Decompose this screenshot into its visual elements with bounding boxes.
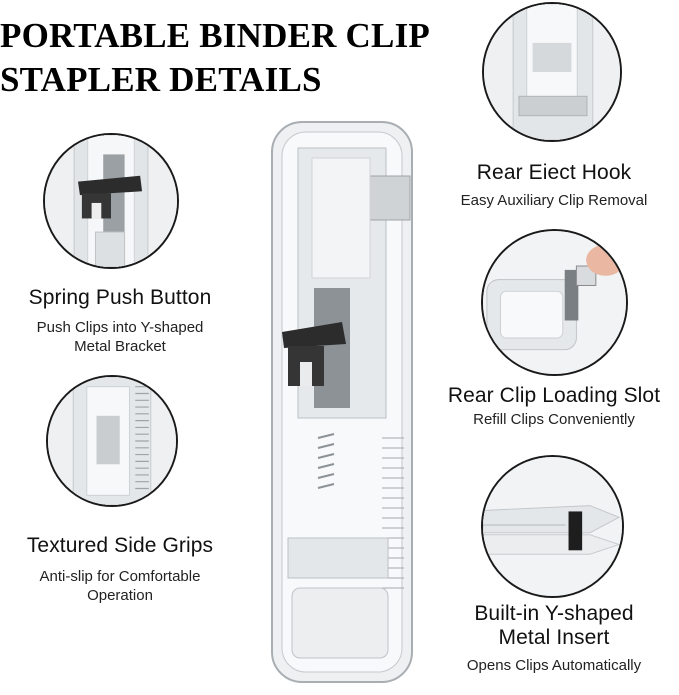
rear-clip-loading-slot-title: Rear Clip Loading Slot xyxy=(447,384,661,407)
textured-side-grips-subtitle: Anti-slip for Comfortable Operation xyxy=(0,567,240,605)
title-line-1: PORTABLE BINDER CLIP xyxy=(0,16,430,55)
spring-push-button-sub-line1: Push Clips into Y-shaped xyxy=(36,319,204,336)
rear-clip-loading-slot-subtitle: Refill Clips Conveniently xyxy=(473,411,635,428)
metal-insert-title-line1: Built-in Y-shaped xyxy=(474,602,634,625)
title-line-2: STAPLER DETAILS xyxy=(0,60,322,99)
textured-side-grips-title: Textured Side Grips xyxy=(26,534,214,557)
rear-eject-hook-closeup xyxy=(482,2,622,142)
page-title: PORTABLE BINDER CLIP STAPLER DETAILS xyxy=(0,14,440,102)
metal-insert-closeup xyxy=(481,455,624,598)
metal-insert-title: Built-in Y-shaped Metal Insert xyxy=(434,602,674,650)
textured-side-grips-closeup xyxy=(46,375,178,507)
spring-push-button-closeup xyxy=(43,133,179,269)
rear-clip-loading-slot-closeup xyxy=(481,229,628,376)
metal-insert-title-line2: Metal Insert xyxy=(498,626,610,649)
textured-side-grips-sub-line2: Operation xyxy=(87,587,153,604)
rear-eject-hook-subtitle: Easy Auxiliary Clip Removal xyxy=(460,192,648,209)
rear-eject-hook-title: Rear Eiect Hook xyxy=(476,161,632,184)
binder-clip-stapler-product xyxy=(258,118,430,688)
textured-side-grips-sub-line1: Anti-slip for Comfortable xyxy=(39,568,201,585)
spring-push-button-subtitle: Push Clips into Y-shaped Metal Bracket xyxy=(0,318,240,356)
metal-insert-subtitle: Opens Clips Automatically xyxy=(466,657,642,674)
spring-push-button-title: Spring Push Button xyxy=(28,286,212,309)
spring-push-button-sub-line2: Metal Bracket xyxy=(74,338,166,355)
